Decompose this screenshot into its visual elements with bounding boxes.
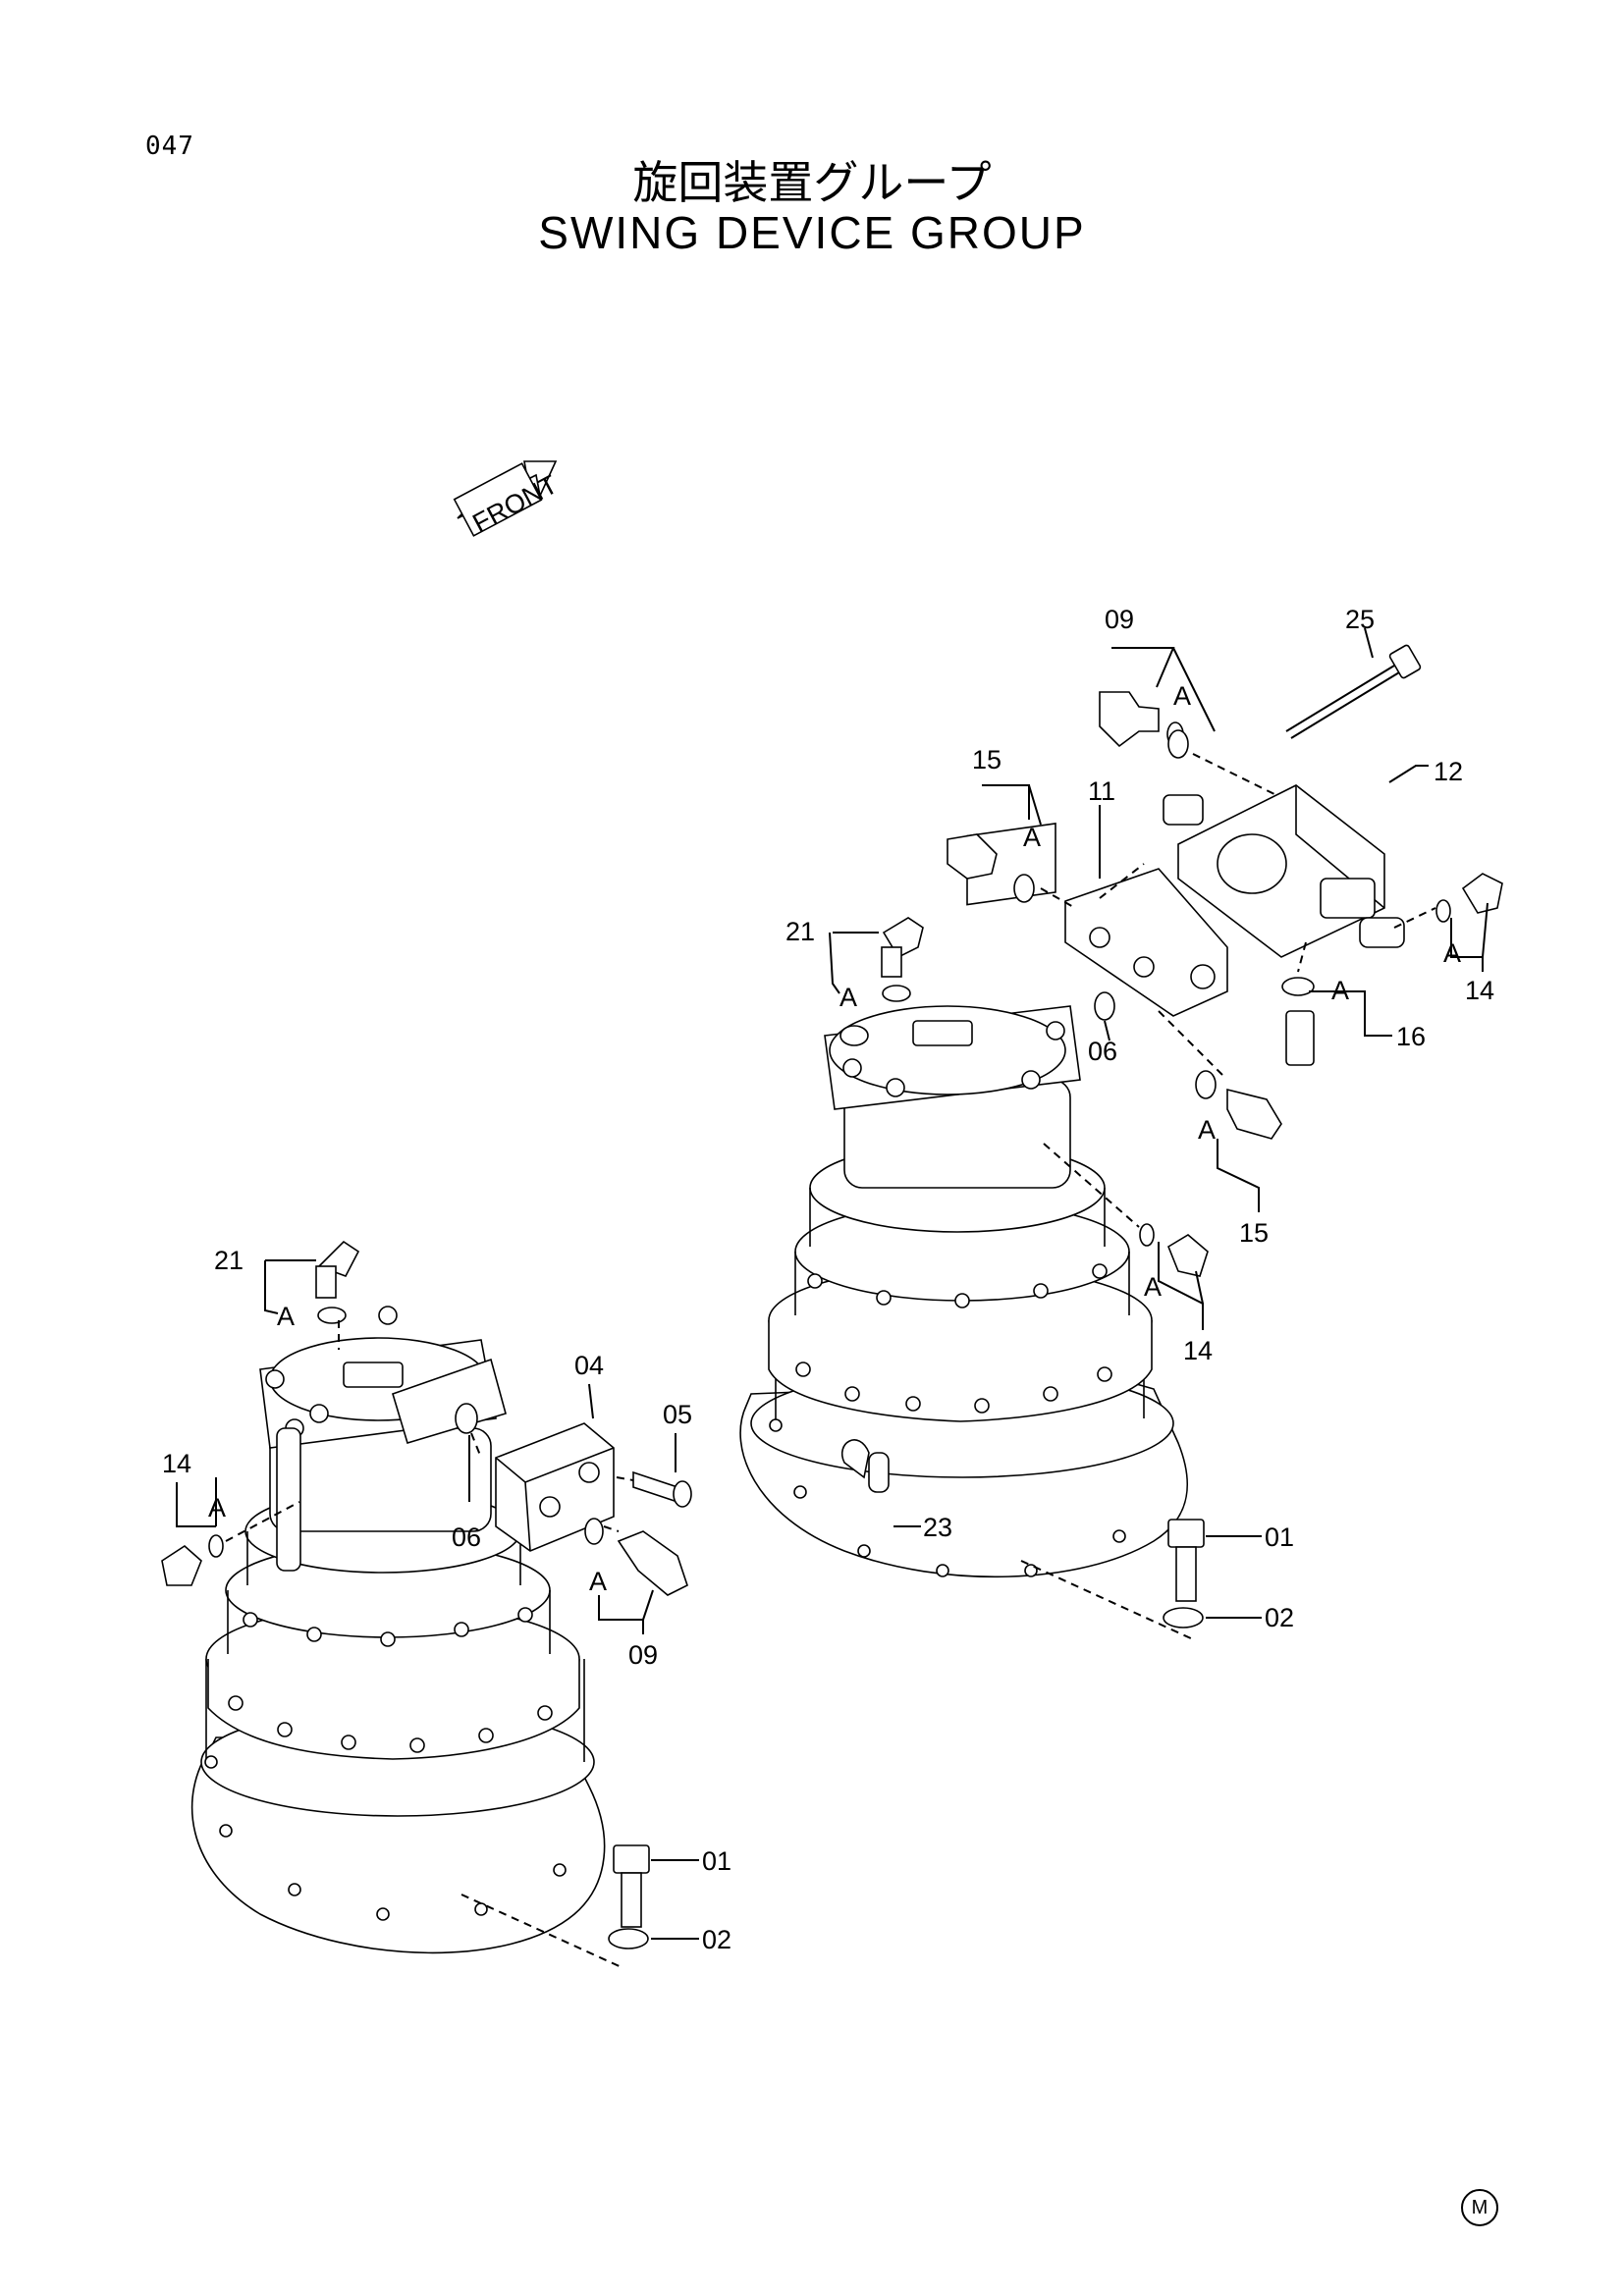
callout-16: 16 xyxy=(1396,1022,1426,1051)
callout-15-top: 15 xyxy=(972,745,1001,774)
callout-25: 25 xyxy=(1345,605,1375,634)
callout-06: 06 xyxy=(452,1522,481,1552)
callout-12: 12 xyxy=(1434,757,1463,786)
callout-a-09: A xyxy=(1173,681,1191,711)
callout-09: 09 xyxy=(628,1640,658,1670)
callout-a-14-top: A xyxy=(1443,938,1461,968)
callout-a-16: A xyxy=(1331,976,1349,1005)
callout-a-14: A xyxy=(208,1493,226,1522)
callout-a-09: A xyxy=(589,1567,607,1596)
corner-mark: M xyxy=(1461,2189,1498,2226)
callout-21: 21 xyxy=(785,917,815,946)
callout-23: 23 xyxy=(923,1513,952,1542)
page-number: 047 xyxy=(145,132,194,161)
callout-06: 06 xyxy=(1088,1037,1117,1066)
callout-a-14: A xyxy=(1144,1272,1162,1302)
callout-14-top: 14 xyxy=(1465,976,1494,1005)
page-title-japanese: 旋回装置グループ xyxy=(632,156,992,209)
callout-01: 01 xyxy=(702,1846,731,1876)
callout-a-15-top: A xyxy=(1023,823,1041,852)
page-title: SWING DEVICE GROUP xyxy=(538,207,1086,258)
callout-02: 02 xyxy=(702,1925,731,1954)
callout-05: 05 xyxy=(663,1400,692,1429)
callout-01: 01 xyxy=(1265,1522,1294,1552)
callout-15-bottom: 15 xyxy=(1239,1218,1269,1248)
callout-09: 09 xyxy=(1105,605,1134,634)
callout-a-15-bottom: A xyxy=(1198,1115,1216,1145)
callout-14: 14 xyxy=(1183,1336,1213,1365)
callout-14: 14 xyxy=(162,1449,191,1478)
callout-04: 04 xyxy=(574,1351,604,1380)
callout-21: 21 xyxy=(214,1246,244,1275)
upper-swing-motor-assembly: 09 A 25 12 15 A 11 21 A 06 A 16 A 14 A 1… xyxy=(739,605,1503,1640)
callout-a-21: A xyxy=(277,1302,295,1331)
front-arrow-icon: FRONT xyxy=(453,460,563,538)
lower-swing-motor-assembly: 21 A 04 05 14 A 06 A 09 01 02 xyxy=(161,1240,731,1969)
callout-02: 02 xyxy=(1265,1603,1294,1632)
callout-a-21: A xyxy=(839,983,857,1012)
callout-11: 11 xyxy=(1088,776,1115,806)
